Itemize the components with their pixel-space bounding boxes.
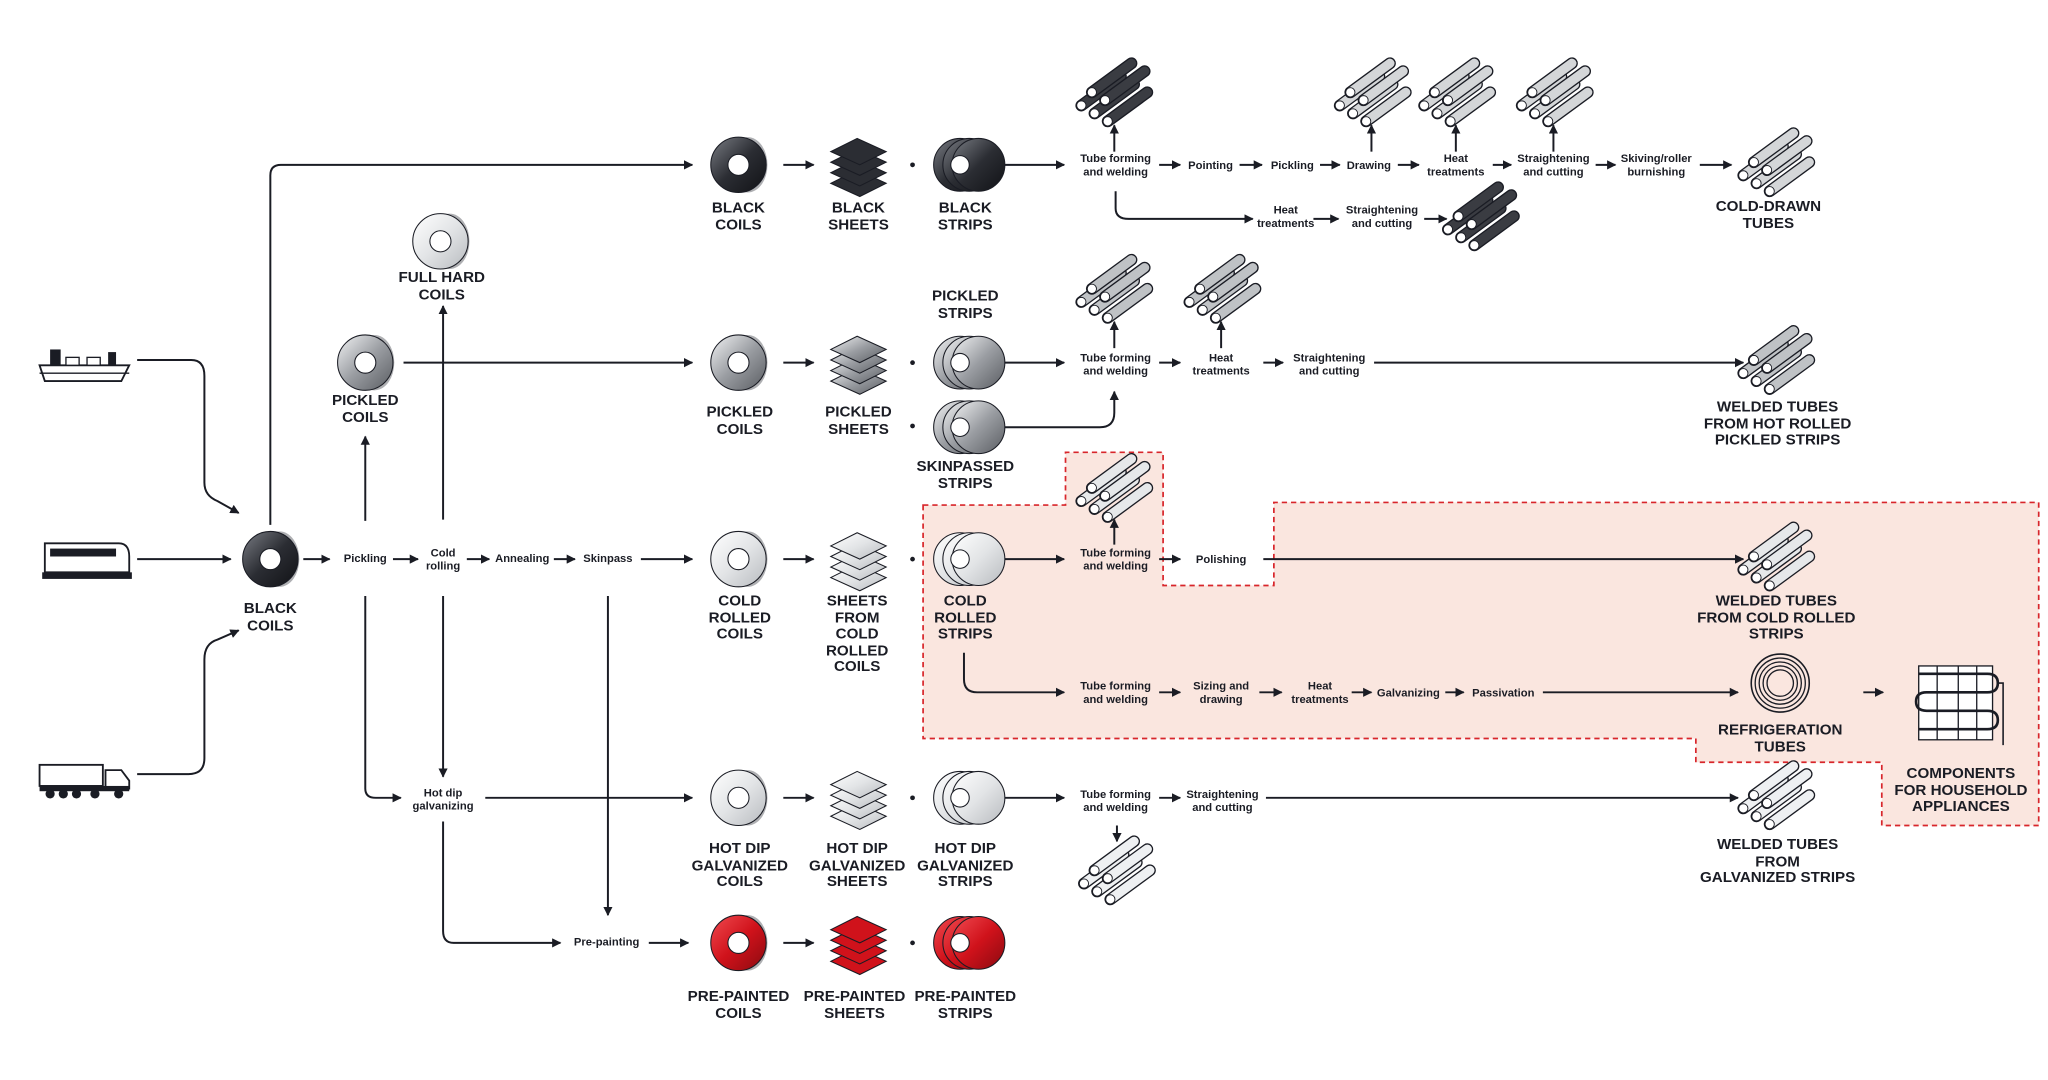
step-heat-treatments: Heat treatments: [1291, 679, 1349, 705]
skinpassed-strips-label: SKINPASSED STRIPS: [916, 458, 1015, 492]
cold-drawn-tubes-label: COLD-DRAWN TUBES: [1715, 199, 1822, 232]
step-pre-painting: Pre-painting: [573, 934, 640, 949]
welded-galv-tubes-label: WELDED TUBES FROM GALVANIZED STRIPS: [1699, 837, 1856, 887]
pickled-sheets-icon: [830, 335, 887, 395]
cold-rolled-coils-label: COLD ROLLED COILS: [708, 593, 771, 643]
truck-icon: [38, 763, 131, 799]
step-tube-forming: Tube forming and welding: [1080, 350, 1152, 377]
full-hard-coils-label: FULL HARD COILS: [398, 270, 486, 303]
prepainted-sheets-label: PRE-PAINTED SHEETS: [803, 989, 906, 1022]
edge: [137, 629, 240, 776]
tubes-icon: [1335, 63, 1406, 126]
black-sheets-label: BLACK SHEETS: [828, 200, 889, 233]
step-heat-treatments-b: Heat treatments: [1257, 203, 1315, 229]
step-tube-forming: Tube forming and welding: [1080, 545, 1152, 572]
step-heat-treatments: Heat treatments: [1427, 151, 1485, 178]
tubes-icon: [1185, 260, 1256, 323]
edge: [962, 652, 1066, 697]
step-tube-forming: Tube forming and welding: [1080, 787, 1152, 813]
tubes-icon: [1420, 63, 1491, 126]
prepainted-sheets-icon: [830, 915, 887, 976]
cold-rolled-sheets-icon: [830, 532, 887, 592]
galvanized-coils-label: HOT DIP GALVANIZED COILS: [691, 841, 788, 891]
tubes-icon: [1443, 187, 1514, 250]
step-straightening: Straightening and cutting: [1293, 350, 1366, 377]
edge: [269, 160, 694, 525]
components-label: COMPONENTS FOR HOUSEHOLD APPLIANCES: [1894, 766, 2028, 815]
pickled-strips-label: PICKLED STRIPS: [932, 288, 999, 322]
step-galvanizing: Galvanizing: [1376, 685, 1440, 699]
step-heat-treatments: Heat treatments: [1192, 350, 1250, 377]
edge: [1004, 390, 1119, 429]
pickled-sheets-label: PICKLED SHEETS: [825, 404, 892, 438]
step-sizing-drawing: Sizing and drawing: [1193, 679, 1250, 705]
step-annealing: Annealing: [495, 551, 550, 565]
black-coils-icon: [710, 136, 769, 194]
tubes-icon: [1077, 260, 1148, 323]
step-tube-forming: Tube forming and welding: [1080, 151, 1152, 178]
step-cold-rolling: Cold rolling: [425, 545, 461, 572]
pickled-coils-row-label: PICKLED COILS: [706, 404, 774, 438]
galvanized-strips-label: HOT DIP GALVANIZED STRIPS: [917, 841, 1014, 891]
tubes-icon: [1517, 63, 1588, 126]
cold-rolled-strips-icon: [933, 532, 1006, 587]
tubes-icon: [1077, 63, 1148, 126]
step-drawing: Drawing: [1346, 158, 1391, 172]
components-icon: [1914, 665, 2004, 746]
galvanized-coils-icon: [710, 769, 769, 827]
skinpassed-strips-icon: [933, 400, 1006, 455]
step-pickling-tube: Pickling: [1270, 158, 1314, 172]
welded-cold-tubes-label: WELDED TUBES FROM COLD ROLLED STRIPS: [1697, 593, 1856, 643]
galvanized-strips-icon: [933, 770, 1006, 825]
prepainted-strips-icon: [933, 915, 1006, 970]
welded-pickled-tubes-label: WELDED TUBES FROM HOT ROLLED PICKLED STR…: [1703, 399, 1852, 449]
cold-drawn-tubes-icon: [1739, 133, 1810, 196]
step-polishing: Polishing: [1195, 552, 1247, 566]
pickled-coils-icon: [337, 334, 395, 391]
galvanized-sheets-icon: [830, 770, 887, 830]
refrigeration-tubes-label: REFRIGERATION TUBES: [1718, 722, 1843, 755]
pickled-strips-icon: [933, 335, 1006, 390]
full-hard-coils-icon: [412, 213, 470, 270]
step-straightening-b: Straightening and cutting: [1345, 203, 1419, 229]
step-hot-dip: Hot dip galvanizing: [412, 785, 474, 812]
black-coils-label: BLACK COILS: [711, 200, 766, 233]
step-skiving: Skiving/roller burnishing: [1620, 151, 1692, 178]
cold-rolled-strips-label: COLD ROLLED STRIPS: [934, 593, 997, 643]
edge: [364, 596, 402, 803]
cold-rolled-coils-icon: [710, 530, 769, 588]
tubes-icon: [1079, 841, 1150, 904]
galvanized-sheets-label: HOT DIP GALVANIZED SHEETS: [808, 841, 906, 891]
cold-rolled-sheets-label: SHEETS FROM COLD ROLLED COILS: [825, 593, 889, 676]
pickled-coils-label: PICKLED COILS: [331, 392, 399, 426]
step-tube-forming: Tube forming and welding: [1080, 679, 1152, 705]
step-straightening: Straightening and cutting: [1517, 151, 1590, 178]
edge: [442, 821, 562, 948]
train-icon: [42, 542, 132, 579]
edge: [137, 359, 240, 514]
ship-icon: [38, 349, 131, 383]
prepainted-coils-label: PRE-PAINTED COILS: [687, 989, 790, 1022]
step-pickling: Pickling: [343, 551, 387, 565]
step-straightening: Straightening and cutting: [1186, 787, 1259, 813]
refrigeration-coil-icon: [1750, 653, 1811, 713]
welded-galv-tubes-icon: [1739, 766, 1810, 829]
black-strips-icon: [933, 137, 1006, 192]
black-strips-label: BLACK STRIPS: [937, 200, 993, 233]
prepainted-coils-icon: [710, 914, 769, 972]
black-coils-in-icon: [242, 530, 300, 588]
step-passivation: Passivation: [1472, 685, 1535, 699]
black-sheets-icon: [830, 137, 887, 198]
edge: [1114, 191, 1254, 224]
step-skinpass: Skinpass: [583, 551, 633, 565]
welded-pickled-tubes-icon: [1739, 331, 1810, 394]
prepainted-strips-label: PRE-PAINTED STRIPS: [914, 989, 1017, 1022]
pickled-coils-row-icon: [710, 334, 769, 391]
step-pointing: Pointing: [1188, 158, 1233, 172]
black-coils-input-label: BLACK COILS: [243, 601, 297, 634]
